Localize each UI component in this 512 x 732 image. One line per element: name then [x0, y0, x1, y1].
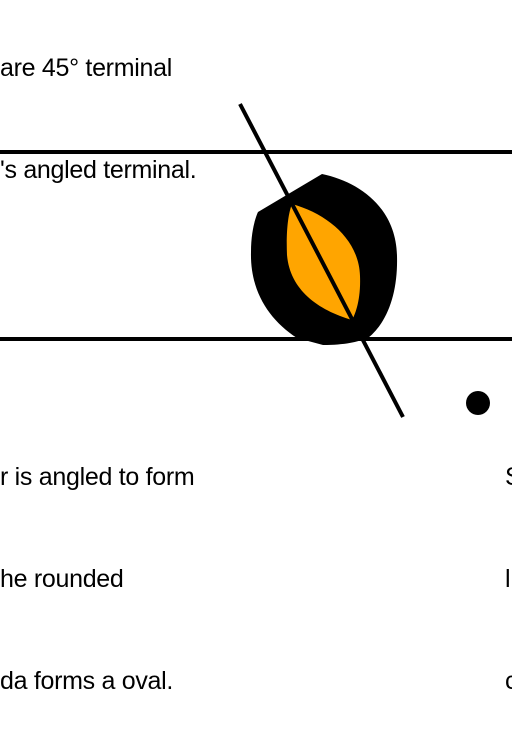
stress-axis-line	[238, 103, 405, 418]
top-caption: are 45° terminal 's angled terminal.	[0, 0, 197, 221]
bullet-icon	[466, 391, 490, 415]
bottom-left-caption: r is angled to form he rounded da forms …	[0, 392, 195, 732]
bottom-right-caption: S l c	[505, 392, 512, 732]
bottom-left-caption-line: da forms a oval.	[0, 667, 174, 695]
top-caption-line: are 45° terminal	[0, 54, 172, 82]
bottom-right-caption-line: c	[505, 667, 512, 695]
top-caption-line: 's angled terminal.	[0, 156, 197, 184]
bottom-right-caption-line: l	[505, 565, 511, 593]
bottom-left-caption-line: r is angled to form	[0, 463, 195, 491]
bottom-right-caption-line: S	[505, 460, 512, 494]
letter-o-construction-diagram	[0, 103, 512, 418]
bottom-left-caption-line: he rounded	[0, 565, 124, 593]
